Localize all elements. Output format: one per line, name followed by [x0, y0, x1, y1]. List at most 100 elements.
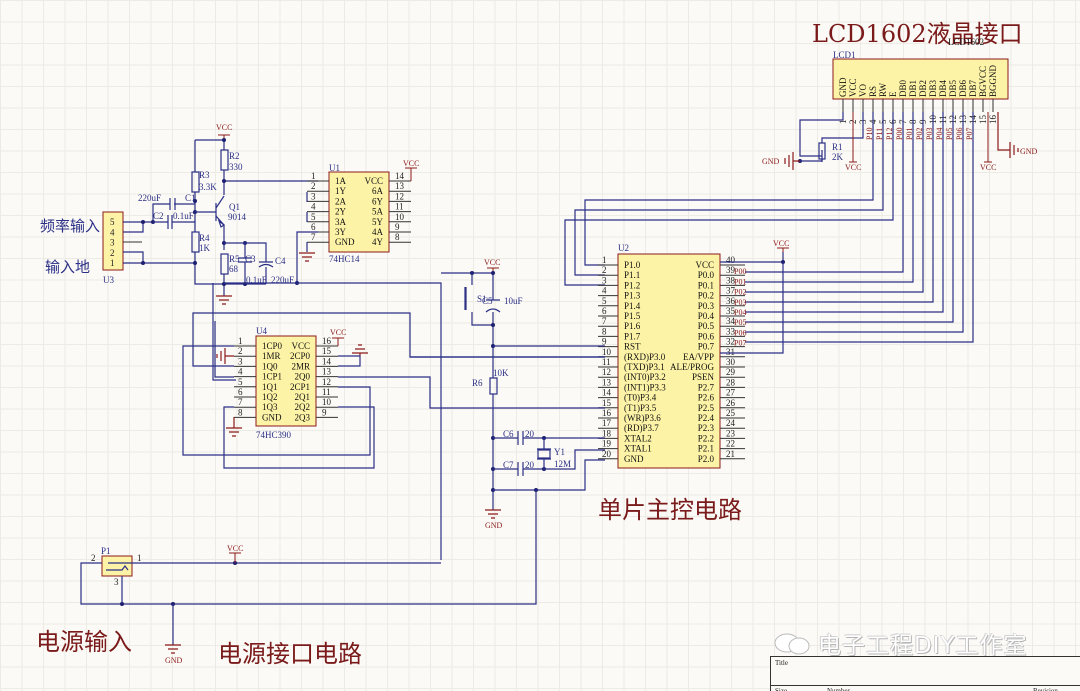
u4-pin-name: 1Q3	[262, 402, 278, 412]
q1-value: 9014	[228, 212, 247, 222]
u1-pin-number: 6	[311, 222, 316, 232]
u2-pin-number: 13	[602, 377, 612, 387]
r4-value: 1K	[199, 243, 211, 253]
lcd-bus-wires	[564, 112, 974, 343]
u2-pin-number: 15	[602, 398, 612, 408]
u2-pin-name: P2.4	[698, 413, 715, 423]
u2-pin-name: (RXD)P3.0	[624, 352, 666, 362]
u4-pin-name: 2Q0	[295, 372, 311, 382]
u2-pin-name: (RD)P3.7	[624, 423, 659, 433]
u4-pin-number: 12	[322, 377, 331, 387]
u2-pin-name: (INT0)P3.2	[624, 372, 666, 382]
u1-pin-number: 13	[395, 181, 405, 191]
lcd1602-module: LCD1 LCD1602 GND1VCC2VO3RS4RW5E6DB07DB18…	[832, 37, 1009, 140]
vcc-label-u1: VCC	[403, 159, 419, 168]
u4-pin-number: 15	[322, 346, 332, 356]
u4-pin-number: 2	[238, 346, 243, 356]
c3-value: 0.1uF	[246, 275, 267, 285]
vcc-label-u4: VCC	[330, 328, 346, 337]
r1-value: 2K	[832, 152, 844, 162]
u2-net-label: P01	[734, 277, 746, 286]
u2-pin-number: 6	[602, 306, 607, 316]
lcd-comment: LCD1602	[948, 37, 984, 47]
lcd-net-label: P07	[965, 128, 974, 140]
lcd-pin-name: BGVCC	[978, 66, 988, 97]
u4-pin-number: 1	[238, 336, 243, 346]
u2-pin-name: P1.2	[624, 280, 640, 290]
c2-value: 0.1uF	[173, 211, 194, 221]
u1-pin-number: 14	[395, 171, 405, 181]
gnd-label-lcd-right: GND	[1020, 147, 1038, 156]
input-ground-label: 输入地	[45, 258, 90, 276]
u3-pin-number: 1	[110, 258, 115, 268]
u2-pin-name: P1.6	[624, 321, 641, 331]
u1-pin-name: VCC	[364, 176, 383, 186]
c6-designator: C6	[503, 429, 514, 439]
power-section-title: 电源接口电路	[218, 640, 362, 668]
u4-pin-name: 2Q2	[295, 402, 311, 412]
u2-pin-number: 14	[602, 388, 612, 398]
u1-pin-name: 4Y	[372, 237, 384, 247]
lcd-pin-number: 16	[988, 115, 998, 125]
u2-pin-name: P1.4	[624, 301, 641, 311]
u2-pin-name: P0.4	[698, 311, 715, 321]
u2-pin-number: 32	[726, 337, 735, 347]
u4-pin-number: 6	[238, 387, 243, 397]
lcd-pin-name: DB1	[908, 80, 918, 97]
u2-pin-number: 22	[726, 439, 735, 449]
u2-pin-name: ALE/PROG	[670, 362, 715, 372]
reset-circuit: VCC S1 C5 10uF 10K R6 C6 20 C7 20 Y1 12M…	[441, 258, 605, 530]
c2-designator: C2	[153, 211, 164, 221]
r2-value: 330	[229, 162, 243, 172]
u2-pin-name: P1.3	[624, 291, 641, 301]
u2-pin-name: P1.0	[624, 260, 641, 270]
freq-input-label: 频率输入	[40, 217, 100, 235]
u1-pin-number: 1	[311, 171, 316, 181]
lcd-pin-name: DB0	[898, 79, 908, 97]
u2-pin-number: 5	[602, 296, 607, 306]
gnd-label-reset: GND	[485, 521, 503, 530]
u2-pin-number: 12	[602, 367, 611, 377]
lcd-pin-name: BGGND	[988, 64, 998, 97]
lcd-net-label: P06	[955, 128, 964, 140]
u2-pin-name: (TXD)P3.1	[624, 362, 665, 372]
u1-pin-name: 2Y	[335, 207, 347, 217]
u4-pin-name: 1MR	[262, 351, 281, 361]
title-block-title: Title	[775, 659, 788, 667]
u2-pin-number: 38	[726, 275, 736, 285]
u2-pin-number: 20	[602, 449, 612, 459]
u1-pin-number: 7	[311, 232, 316, 242]
u1-pin-number: 4	[311, 202, 316, 212]
u4-pin-name: 2Q3	[295, 412, 311, 422]
gnd-label-lcd-left: GND	[762, 157, 780, 166]
u1-pin-number: 3	[311, 191, 316, 201]
u1-pin-number: 12	[395, 191, 404, 201]
u1-pin-name: 5Y	[372, 217, 384, 227]
u1-pin-number: 5	[311, 212, 316, 222]
c1-designator: C1	[185, 193, 196, 203]
u2-pin-number: 31	[726, 347, 735, 357]
u2-pin-name: P2.0	[698, 454, 715, 464]
u2-pin-number: 33	[726, 326, 736, 336]
u1-pin-number: 2	[311, 181, 316, 191]
u1-pin-number: 8	[395, 232, 400, 242]
u2-net-label: P04	[734, 308, 746, 317]
u2-pin-number: 8	[602, 326, 607, 336]
u4-pin-name: 1Q1	[262, 382, 278, 392]
r6-value: 10K	[493, 368, 509, 378]
lcd-section-title: LCD1602液晶接口	[812, 20, 1023, 48]
u4-pin-name: GND	[262, 412, 282, 422]
vcc-label-lcd-2: VCC	[845, 163, 861, 172]
mcu-section-title: 单片主控电路	[598, 496, 742, 524]
u2-pin-number: 9	[602, 337, 607, 347]
title-block: Title Size Number Revision	[770, 656, 1080, 691]
vcc-label-reset: VCC	[484, 258, 500, 267]
watermark: 电子工程DIY工作室	[818, 633, 1028, 659]
u1-pin-number: 11	[395, 202, 404, 212]
u2-pin-name: P2.3	[698, 423, 715, 433]
u2-pin-name: P0.7	[698, 342, 715, 352]
r2-designator: R2	[229, 151, 240, 161]
u2-pin-number: 1	[602, 255, 607, 265]
